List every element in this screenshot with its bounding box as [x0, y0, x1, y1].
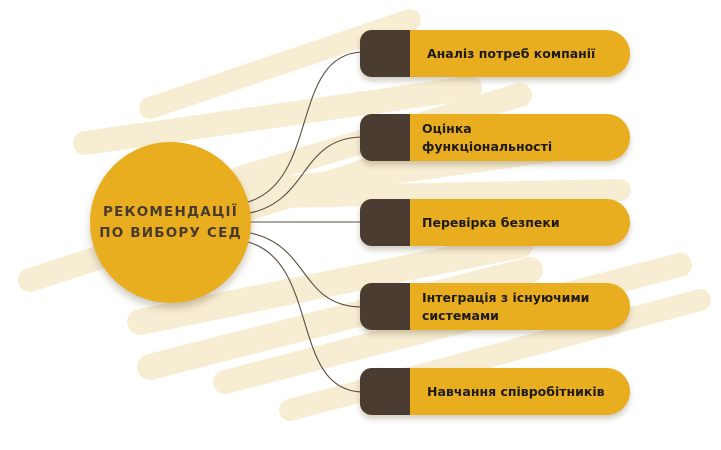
branch-label: Аналіз потреб компанії — [427, 45, 596, 61]
branch-item-1: Аналіз потреб компанії — [360, 30, 630, 77]
central-topic-node: РЕКОМЕНДАЦІЇ ПО ВИБОРУ СЕД — [90, 142, 251, 303]
connector-4 — [249, 232, 363, 308]
branch-label: Оцінка функціональності — [422, 120, 553, 154]
branch-label: Перевірка безпеки — [422, 214, 560, 230]
connector-2 — [249, 136, 363, 214]
branch-tab-marker — [360, 199, 410, 246]
branch-item-4: Інтеграція з існуючими системами — [360, 283, 630, 330]
branch-item-3: Перевірка безпеки — [360, 199, 630, 246]
branch-item-5: Навчання співробітників — [360, 368, 630, 415]
central-topic-line-2: ПО ВИБОРУ СЕД — [99, 224, 242, 241]
branch-tab-marker — [360, 283, 410, 330]
connector-5 — [247, 241, 363, 393]
branch-tab-marker — [360, 30, 410, 77]
branch-item-2: Оцінка функціональності — [360, 114, 630, 161]
branch-tab-marker — [360, 114, 410, 161]
branch-tab-marker — [360, 368, 410, 415]
branch-label: Інтеграція з існуючими системами — [422, 289, 590, 323]
branch-label: Навчання співробітників — [427, 383, 605, 399]
central-topic-line-1: РЕКОМЕНДАЦІЇ — [102, 203, 239, 220]
connector-1 — [247, 51, 363, 203]
